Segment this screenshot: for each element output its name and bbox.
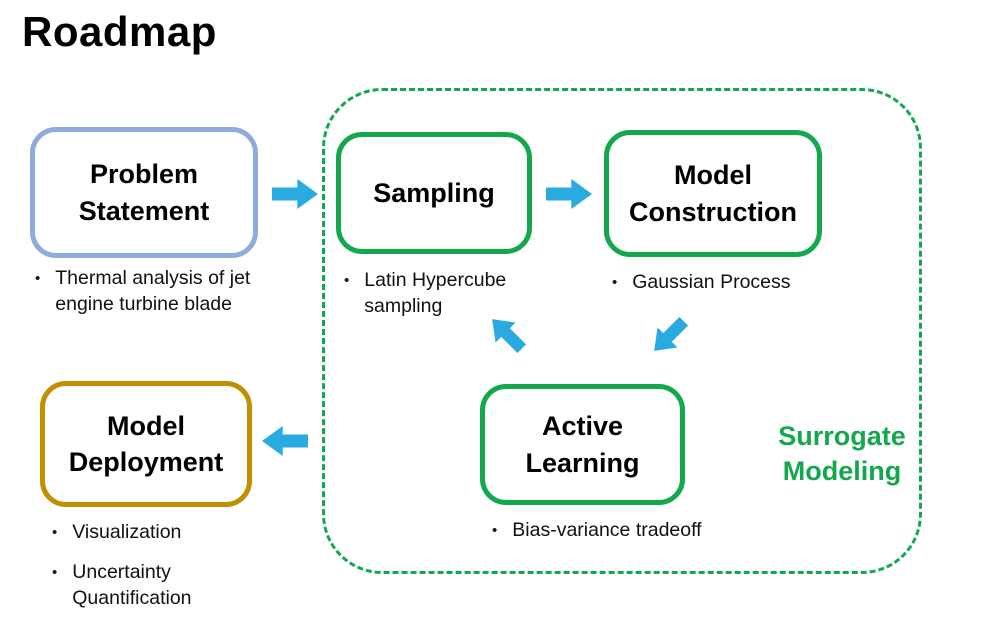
bullet-marker: • [344, 272, 350, 289]
sampling-box: Sampling [336, 132, 532, 254]
bullet-marker: • [612, 274, 618, 291]
model-construction-box: Model Construction [604, 130, 822, 257]
page-title: Roadmap [22, 8, 217, 55]
sampling-bullet: • Latin Hypercube sampling [344, 268, 544, 319]
arrow-left-icon-to-model-deployment [262, 424, 308, 458]
surrogate-modeling-label: Surrogate Modeling [778, 421, 906, 487]
model-deployment-bullet-2-text: Uncertainty Quantification [72, 561, 192, 609]
model-deployment-label: Model Deployment [68, 410, 224, 477]
sampling-label: Sampling [373, 177, 495, 208]
problem-statement-label: Problem Statement [78, 159, 210, 226]
model-construction-bullet: • Gaussian Process [612, 270, 852, 296]
active-learning-label: Active Learning [525, 411, 640, 478]
bullet-marker: • [35, 270, 41, 287]
problem-statement-bullet: • Thermal analysis of jet engine turbine… [35, 266, 293, 317]
model-deployment-box: Model Deployment [40, 381, 252, 507]
model-construction-bullet-text: Gaussian Process [632, 271, 791, 293]
arrow-right-icon-problem-to-sampling [272, 179, 318, 209]
problem-statement-bullet-text: Thermal analysis of jet engine turbine b… [55, 267, 251, 315]
model-deployment-bullet-1-text: Visualization [72, 521, 182, 543]
sampling-bullet-text: Latin Hypercube sampling [364, 269, 507, 317]
active-learning-bullet: • Bias-variance tradeoff [492, 518, 752, 544]
bullet-marker: • [52, 524, 58, 541]
problem-statement-box: Problem Statement [30, 127, 258, 258]
model-construction-label: Model Construction [629, 160, 797, 227]
active-learning-box: Active Learning [480, 384, 685, 505]
model-deployment-bullet-1: • Visualization [52, 520, 272, 546]
model-deployment-bullet-2: • Uncertainty Quantification [52, 560, 230, 611]
surrogate-modeling-region [322, 88, 922, 574]
bullet-marker: • [52, 564, 58, 581]
bullet-marker: • [492, 522, 498, 539]
active-learning-bullet-text: Bias-variance tradeoff [512, 519, 702, 541]
